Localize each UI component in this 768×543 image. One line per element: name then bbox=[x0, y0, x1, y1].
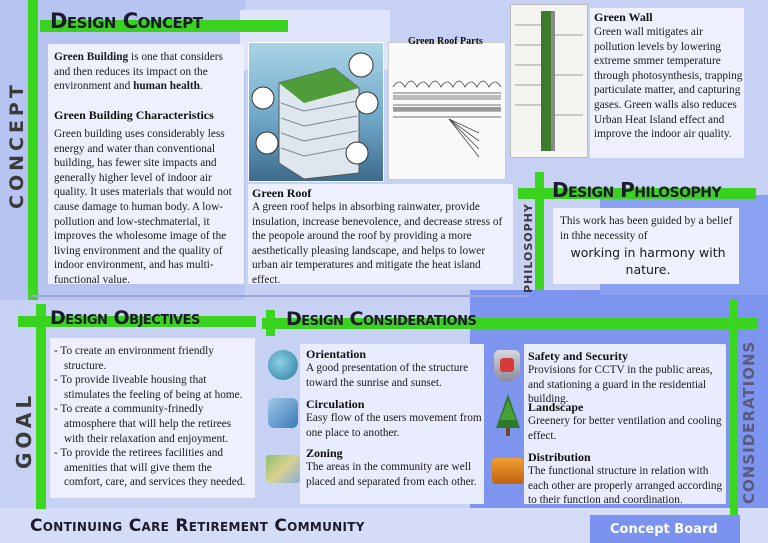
consideration-text-distribution: The functional structure in relation wit… bbox=[528, 465, 723, 507]
considerations-side-label: CONSIDERATIONS bbox=[740, 340, 758, 505]
concept-vertical-bar bbox=[28, 0, 38, 300]
concept-side-label: CONCEPT bbox=[6, 81, 28, 209]
consideration-text-orientation: A good presentation of the structure tow… bbox=[306, 362, 469, 389]
objective-item: - To provide the retirees facilities and… bbox=[54, 447, 246, 489]
objectives-panel bbox=[50, 338, 255, 498]
objective-item: - To create a community-frinedly atmosph… bbox=[54, 403, 232, 445]
consideration-text-safety: Provisions for CCTV in the public areas,… bbox=[528, 364, 713, 406]
bg-block bbox=[590, 515, 740, 543]
objective-item: - To provide liveable housing that stimu… bbox=[54, 374, 243, 401]
green-roof-panel bbox=[248, 184, 513, 284]
concept-heading-bar bbox=[40, 20, 288, 32]
tree-icon bbox=[496, 394, 520, 436]
concept-panel bbox=[48, 44, 244, 284]
green-building-text: is one that considers and then reduces i… bbox=[54, 51, 223, 93]
green-wall-text: Green wall mitigates air pollution level… bbox=[594, 26, 743, 141]
consideration-title-zoning: Zoning bbox=[306, 446, 343, 460]
truck-icon bbox=[492, 458, 524, 484]
shield-mark bbox=[500, 358, 514, 372]
green-wall-panel bbox=[590, 8, 744, 158]
green-building-term: Green Building bbox=[54, 51, 129, 63]
considerations-heading: Design Considerations bbox=[286, 308, 477, 330]
characteristics-title: Green Building Characteristics bbox=[54, 108, 214, 122]
objectives-list: - To create an environment friendly stru… bbox=[54, 344, 252, 490]
section-divider bbox=[30, 295, 530, 297]
consideration-text-circulation: Easy flow of the users movement from one… bbox=[306, 412, 482, 439]
green-roof-title: Green Roof bbox=[252, 186, 312, 200]
objectives-heading: Design Objectives bbox=[50, 307, 200, 329]
consideration-title-safety: Safety and Security bbox=[528, 349, 628, 363]
consideration-title-landscape: Landscape bbox=[528, 400, 584, 414]
consideration-title-distribution: Distribution bbox=[528, 450, 591, 464]
building-illustration bbox=[251, 52, 379, 180]
green-roof-parts-diagram bbox=[388, 42, 506, 180]
concept-heading: Design Concept bbox=[50, 9, 203, 33]
map-pin-icon bbox=[268, 398, 298, 428]
green-roof-parts-title: Green Roof Parts bbox=[408, 36, 483, 47]
consideration-title-circulation: Circulation bbox=[306, 397, 365, 411]
characteristics-text: Green building uses considerably less en… bbox=[54, 128, 232, 286]
goal-side-label: GOAL bbox=[12, 391, 36, 469]
footer-title: Continuing Care Retirement Community bbox=[30, 516, 365, 536]
objectives-vertical-bar bbox=[36, 304, 46, 509]
consideration-text-landscape: Greenery for better ventilation and cool… bbox=[528, 415, 722, 442]
green-wall-section-drawing bbox=[515, 11, 583, 151]
green-wall-title: Green Wall bbox=[594, 10, 653, 24]
human-health-term: human health bbox=[133, 80, 200, 93]
consideration-text-zoning: The areas in the community are well plac… bbox=[306, 461, 477, 488]
green-wall-section-image bbox=[510, 4, 588, 158]
philosophy-vertical-bar bbox=[535, 172, 544, 290]
philosophy-side-label: PHILOSOPHY bbox=[522, 203, 535, 293]
objectives-heading-bar bbox=[18, 316, 256, 327]
considerations-right-bar bbox=[730, 300, 738, 515]
concept-board-label: Concept Board bbox=[610, 522, 718, 537]
philosophy-heading-bar bbox=[518, 188, 756, 199]
zoning-map-icon bbox=[266, 455, 300, 483]
green-roof-text: A green roof helps in absorbing rainwate… bbox=[252, 201, 503, 286]
objective-item: - To create an environment friendly stru… bbox=[54, 345, 214, 372]
philosophy-highlight: working in harmony with nature. bbox=[570, 245, 726, 277]
green-roof-building-image bbox=[248, 42, 384, 182]
roof-layers-drawing bbox=[392, 80, 502, 158]
considerations-heading-bar bbox=[262, 318, 758, 329]
green-building-intro: Green Building is one that considers and… bbox=[54, 51, 223, 93]
philosophy-panel bbox=[553, 208, 739, 284]
considerations-left-panel bbox=[300, 344, 484, 504]
considerations-right-panel bbox=[524, 344, 726, 504]
philosophy-text: This work has been guided by a belief in… bbox=[560, 215, 733, 242]
consideration-title-orientation: Orientation bbox=[306, 347, 366, 361]
compass-icon bbox=[268, 350, 298, 380]
philosophy-heading: Design Philosophy bbox=[552, 178, 722, 202]
